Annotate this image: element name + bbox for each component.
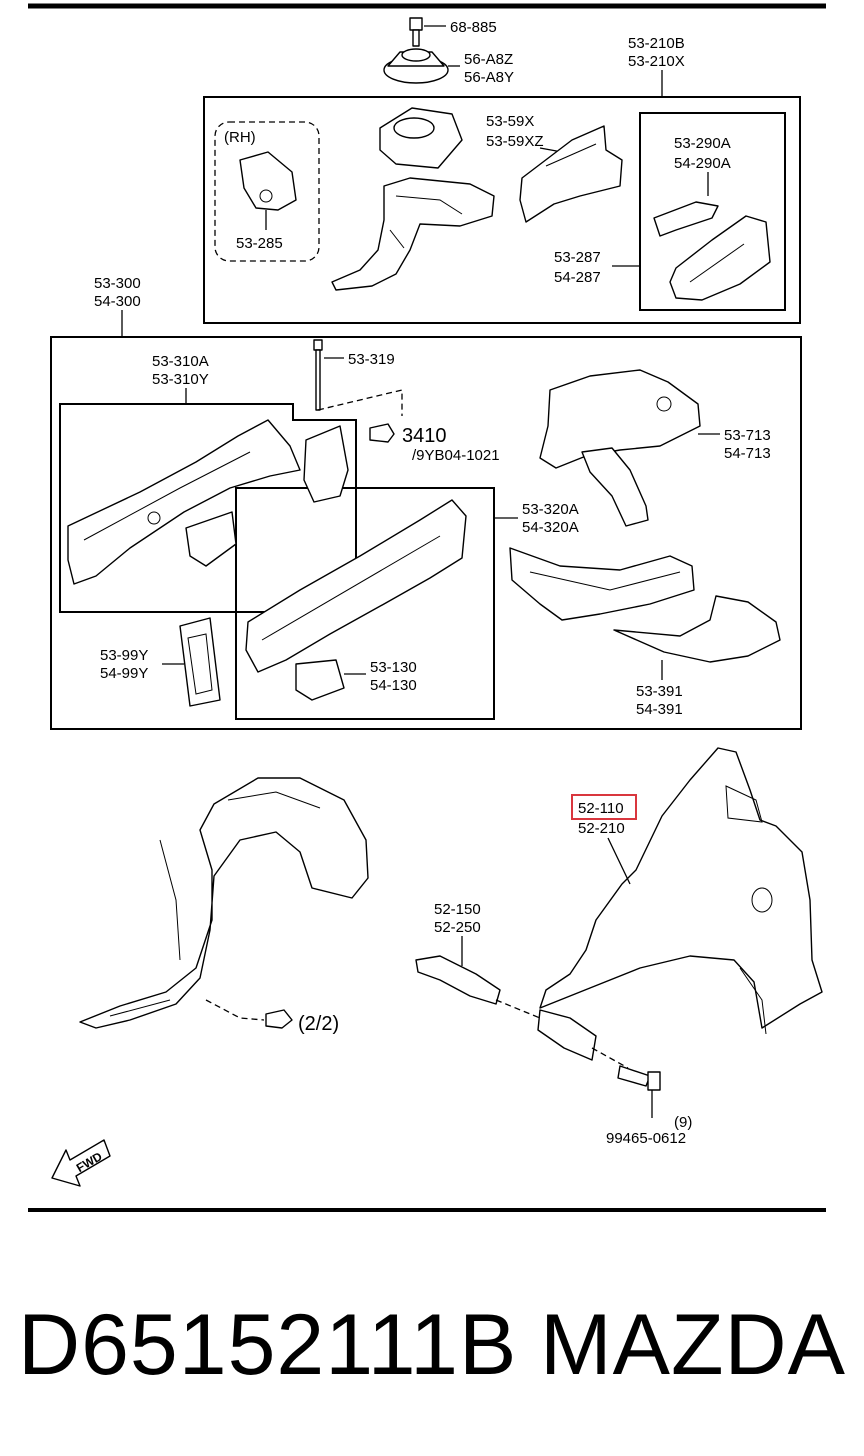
- reinforcement-group-box: [639, 112, 786, 311]
- label-fender-a: 52-110: [578, 800, 624, 817]
- label-gusset-a: 53-130: [370, 659, 417, 676]
- label-clip-ref: /9YB04-1021: [412, 447, 500, 464]
- label-ext-a: 53-287: [554, 249, 601, 266]
- fender-highlight-box: [571, 794, 637, 820]
- label-fender-bracket-b: 52-250: [434, 919, 481, 936]
- label-bolt-part: 99465-0612: [606, 1130, 686, 1147]
- label-fender-bracket-a: 52-150: [434, 901, 481, 918]
- crossmember-part: [539, 369, 701, 527]
- label-reinf-b: 54-290A: [674, 155, 731, 172]
- fwd-arrow-icon: [51, 1139, 111, 1187]
- label-plate-b: 54-99Y: [100, 665, 148, 682]
- label-fender-b: 52-210: [578, 820, 625, 837]
- nut-part: [409, 17, 423, 47]
- label-rh: (RH): [224, 129, 256, 146]
- label-floor-b: 54-391: [636, 701, 683, 718]
- part-number: D65152111B: [18, 1297, 518, 1393]
- label-crossmember-b: 54-713: [724, 445, 771, 462]
- brand-name: MAZDA: [540, 1297, 846, 1393]
- label-crossmember-a: 53-713: [724, 427, 771, 444]
- frame-group-box: [50, 336, 802, 730]
- label-member-b: 53-310Y: [152, 371, 209, 388]
- label-member-a: 53-310A: [152, 353, 209, 370]
- label-plate-a: 53-99Y: [100, 647, 148, 664]
- label-bolt: 53-319: [348, 351, 395, 368]
- label-apron-b: 53-210X: [628, 53, 685, 70]
- label-rh-part: 53-285: [236, 235, 283, 252]
- label-gusset-b: 54-130: [370, 677, 417, 694]
- side-rail-part: [245, 499, 467, 701]
- floor-pan-part: [613, 595, 781, 663]
- label-bolt-qty: (9): [674, 1114, 692, 1131]
- mount-part: [383, 48, 449, 84]
- label-liner-ref: (2/2): [298, 1013, 339, 1035]
- rh-bracket-part: [239, 151, 297, 211]
- long-bolt-part: [313, 339, 323, 411]
- label-rail-a: 53-320A: [522, 501, 579, 518]
- label-floor-a: 53-391: [636, 683, 683, 700]
- label-clip: 3410: [402, 425, 447, 447]
- label-ext-b: 54-287: [554, 269, 601, 286]
- rh-group-box: [214, 121, 320, 262]
- apron-group-box: [203, 96, 801, 324]
- liner-clip-part: [265, 1009, 293, 1029]
- rail-extension-part: [509, 547, 695, 621]
- label-frame-a: 53-300: [94, 275, 141, 292]
- wheel-liner-part: [79, 777, 369, 1029]
- rail-group-box: [235, 487, 495, 720]
- label-apron-a: 53-210B: [628, 35, 685, 52]
- label-bracket-a: 53-59X: [486, 113, 534, 130]
- front-member-part: [67, 419, 349, 585]
- reinforcement-part: [653, 201, 771, 301]
- apron-bracket-part: [519, 125, 623, 223]
- member-group-box: [59, 403, 357, 613]
- label-mount-b: 56-A8Y: [464, 69, 514, 86]
- label-mount-a: 56-A8Z: [464, 51, 513, 68]
- fender-bracket-part: [415, 955, 501, 1005]
- footer: D65152111B MAZDA: [0, 1290, 864, 1410]
- label-bracket-b: 53-59XZ: [486, 133, 544, 150]
- label-nut: 68-885: [450, 19, 497, 36]
- parts-diagram: 68-885 56-A8Z 56-A8Y (RH) 53-285 53-210B…: [28, 3, 826, 1212]
- label-reinf-a: 53-290A: [674, 135, 731, 152]
- label-frame-b: 54-300: [94, 293, 141, 310]
- label-rail-b: 54-320A: [522, 519, 579, 536]
- fender-bolt-part: [617, 1065, 661, 1091]
- plate-part: [179, 617, 221, 707]
- fender-part: [537, 747, 823, 1061]
- clip-part: [369, 423, 395, 443]
- strut-tower-part: [331, 107, 495, 291]
